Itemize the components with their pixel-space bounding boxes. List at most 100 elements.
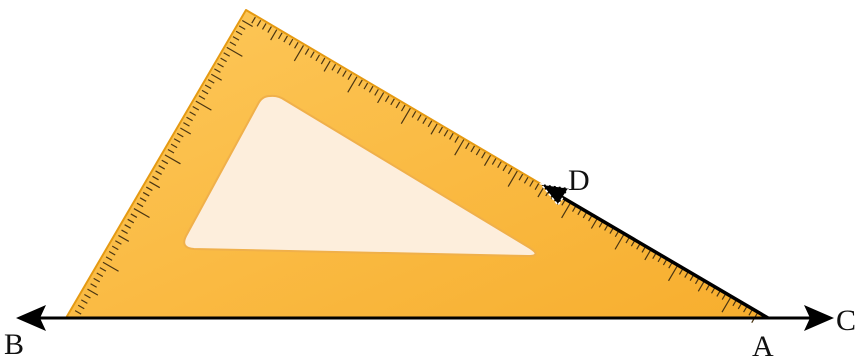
- scale-tick: [416, 114, 422, 121]
- scale-tick: [198, 95, 206, 100]
- scale-tick: [395, 101, 401, 109]
- scale-tick: [561, 202, 572, 219]
- scale-tick: [310, 51, 315, 59]
- scale-tick: [278, 32, 283, 40]
- scale-tick: [529, 180, 534, 187]
- scale-tick: [323, 60, 331, 72]
- scale-tick: [238, 25, 246, 30]
- scale-tick: [497, 161, 502, 168]
- scale-tick: [470, 145, 476, 153]
- scale-tick: [164, 154, 181, 165]
- scale-tick: [173, 138, 181, 143]
- scale-tick: [347, 76, 358, 93]
- scale-tick: [180, 127, 192, 135]
- scale-tick: [336, 67, 342, 74]
- scale-tick: [152, 175, 159, 181]
- scale-tick: [124, 224, 131, 229]
- scale-tick: [537, 186, 545, 198]
- scale-tick: [214, 68, 221, 73]
- scale-tick: [697, 280, 705, 292]
- scale-tick: [644, 249, 652, 261]
- scale-tick: [368, 85, 374, 93]
- ray-ad: [539, 182, 769, 320]
- scale-tick: [84, 293, 91, 299]
- scale-tick: [161, 159, 169, 165]
- scale-tick: [430, 123, 438, 135]
- scale-tick: [427, 120, 433, 128]
- point-label-c: C: [836, 304, 856, 337]
- scale-tick: [507, 170, 518, 187]
- scale-tick: [99, 267, 107, 272]
- scale-tick: [189, 111, 196, 116]
- arrowhead-c: [804, 305, 834, 331]
- scale-tick: [93, 277, 101, 283]
- scale-tick: [256, 19, 262, 27]
- scale-tick: [111, 245, 119, 251]
- scale-tick: [363, 82, 369, 90]
- scale-tick: [204, 84, 212, 90]
- scale-tick: [320, 57, 326, 65]
- scale-tick: [288, 38, 294, 46]
- scale-tick: [136, 202, 144, 208]
- scale-tick: [422, 117, 427, 124]
- scale-tick: [293, 45, 304, 62]
- set-square-body: [65, 9, 769, 319]
- scale-tick: [411, 111, 417, 118]
- scale-tick: [139, 197, 147, 202]
- scale-tick: [614, 233, 625, 250]
- scale-tick: [229, 41, 237, 47]
- scale-tick: [270, 29, 278, 41]
- scale-tick: [232, 36, 240, 41]
- point-label-b: B: [4, 328, 24, 361]
- scale-tick: [105, 256, 113, 261]
- scale-tick: [590, 217, 598, 229]
- ray-ad-segment: [559, 194, 769, 320]
- scale-tick: [130, 213, 138, 218]
- scale-tick: [481, 151, 486, 159]
- scale-tick: [261, 23, 267, 30]
- scale-tick: [465, 142, 470, 150]
- scale-tick: [207, 79, 215, 84]
- scale-tick: [294, 41, 299, 49]
- scale-tick: [483, 155, 492, 166]
- scale-tick: [77, 304, 85, 310]
- scale-tick: [210, 73, 222, 81]
- scale-tick: [534, 183, 540, 190]
- scale-tick: [449, 133, 454, 140]
- scale-tick: [87, 288, 99, 296]
- scale-tick: [377, 92, 385, 104]
- scale-tick: [475, 148, 481, 156]
- scale-tick: [491, 158, 497, 165]
- scale-tick: [347, 73, 353, 81]
- arrowhead-d: [539, 182, 571, 207]
- scale-tick: [127, 218, 135, 224]
- scale-tick: [80, 299, 88, 304]
- scale-tick: [518, 173, 524, 181]
- scale-tick: [118, 234, 130, 242]
- scale-tick: [304, 48, 310, 55]
- scale-tick: [283, 35, 288, 43]
- scale-tick: [220, 57, 227, 63]
- scale-tick: [133, 208, 150, 219]
- scale-tick: [251, 16, 256, 24]
- scale-tick: [96, 272, 104, 278]
- scale-tick: [374, 89, 379, 96]
- scale-tick: [142, 191, 150, 197]
- scale-tick: [400, 107, 411, 125]
- scale-tick: [167, 148, 175, 154]
- scale-tick: [186, 116, 193, 122]
- scale-tick: [523, 177, 529, 184]
- scale-tick: [384, 95, 390, 103]
- set-square[interactable]: [65, 9, 769, 324]
- scale-tick: [90, 283, 97, 288]
- scale-tick: [438, 126, 443, 134]
- scale-tick: [390, 98, 395, 106]
- scale-tick: [267, 26, 272, 33]
- arrowhead-b: [16, 305, 46, 331]
- scale-tick: [176, 132, 184, 138]
- scale-tick: [226, 46, 243, 57]
- scale-tick: [507, 167, 513, 175]
- scale-tick: [454, 136, 459, 143]
- scale-tick: [241, 20, 253, 28]
- scale-tick: [170, 143, 178, 149]
